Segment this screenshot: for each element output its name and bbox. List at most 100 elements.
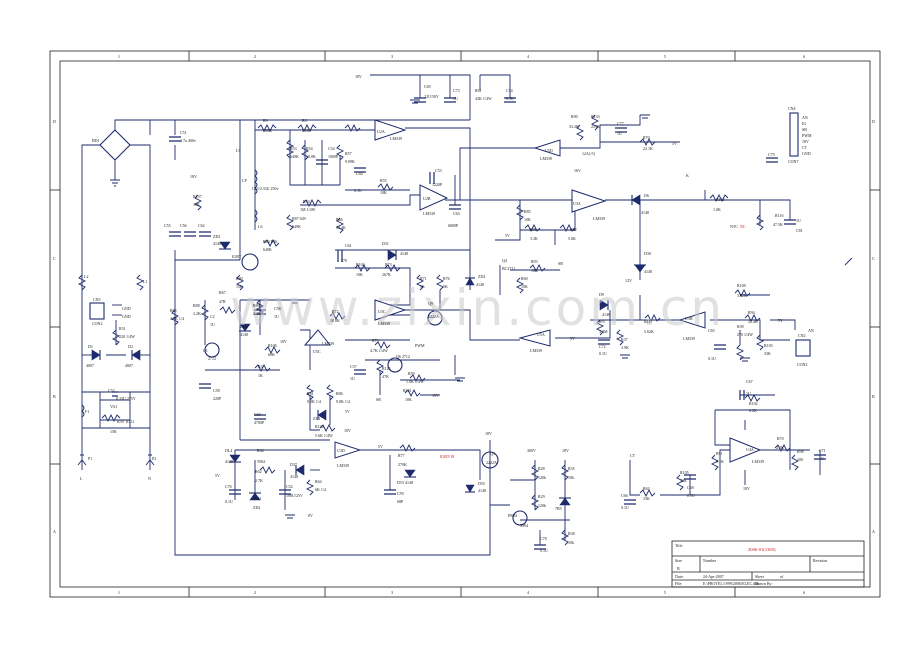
label-c71: C71 <box>819 448 826 453</box>
label-18v-h: 18V <box>743 486 750 491</box>
zone-left-A: A <box>53 529 56 534</box>
label-r137: R137 <box>193 194 202 199</box>
label-u2a: U2A <box>377 129 385 134</box>
label-con2: CON2 <box>797 362 807 367</box>
label-c52-b: C52 <box>108 388 115 393</box>
zone-left-B: B <box>53 394 56 399</box>
label-c51-val: 4.7u 400v <box>180 138 196 143</box>
label-5v-e: 5V <box>345 409 350 414</box>
label-u3d-part: LM339 <box>337 463 349 468</box>
label-r9-val: 200K <box>263 128 272 133</box>
label-u3c: U3C <box>378 309 386 314</box>
label-d53-part: 4148 <box>405 480 413 485</box>
label-5v-d: 5V <box>570 336 575 341</box>
label-u2b-part: LM339 <box>423 211 435 216</box>
label-r95-val: 3.3K <box>530 236 538 241</box>
label-r102: R102 <box>749 401 758 406</box>
label-c63: C63 <box>453 211 460 216</box>
file-value: E:\PROTEL\1999\2006\ELEC.ddb <box>703 581 759 586</box>
title-block: Title 2006-01(1285) Size B Number Revisi… <box>671 540 865 588</box>
label-1u: 1U <box>796 218 801 223</box>
label-u5b-part: LM339 <box>683 336 695 341</box>
cn4-pin-an: AN <box>802 115 808 120</box>
label-r62: R62 <box>255 469 262 474</box>
transistor-symbols <box>204 253 528 526</box>
label-r72: R72 <box>332 309 339 314</box>
label-d30: D30 <box>644 251 651 256</box>
label-r77: R77 <box>398 453 405 458</box>
label-r80: R80 <box>236 276 243 281</box>
label-l5: L5 <box>236 148 240 153</box>
opamp-u5d <box>533 139 561 157</box>
label-r28: R28 <box>538 466 545 471</box>
zone-left-D: D <box>53 119 56 124</box>
label-cn3: CN3 <box>93 297 101 302</box>
label-ntc: NTC <box>730 224 738 229</box>
label-r95: R95 <box>530 227 537 232</box>
label-r59b: R59 <box>117 419 124 424</box>
label-r125: R125 <box>382 366 391 371</box>
file-heading: File: <box>675 581 682 586</box>
zone-bot-4: 4 <box>527 590 529 595</box>
label-r79-val: 4.7K 1/4W <box>370 348 388 353</box>
sheet-of: of <box>780 574 784 579</box>
label-r60-val: 10K <box>521 284 528 289</box>
label-c56: C56 <box>180 223 187 228</box>
label-q1: Q1 <box>203 348 208 353</box>
label-c64-val: 0.1U <box>354 188 362 193</box>
label-r57: R57 <box>345 151 352 156</box>
label-dl4: DL4 <box>225 448 232 453</box>
label-d37-part: 4148 <box>290 474 298 479</box>
label-r91-val: 9.1K <box>716 459 724 464</box>
label-q4-part: BC2712 <box>502 266 515 271</box>
label-5v-f: 5V <box>215 473 220 478</box>
zone-top-1: 1 <box>118 54 120 59</box>
label-q9-part: 2222A <box>428 314 439 319</box>
label-r64-val: 6K 1/4 <box>315 487 326 492</box>
label-c72-val: 0.1U <box>599 351 607 356</box>
label-c65: C65 <box>708 328 715 333</box>
opamp-u3d <box>334 441 362 459</box>
label-zd1b: ZD1 <box>254 496 261 501</box>
label-r86-val: 9.0K 1/4 <box>336 399 350 404</box>
label-r39-val: 270 1/4W <box>737 332 753 337</box>
label-r93-val: 10K <box>531 268 538 273</box>
label-c72: C72 <box>599 344 606 349</box>
label-r57-val: 9.09K <box>345 159 355 164</box>
label-r3-val: 1K <box>258 373 263 378</box>
label-r133: R133 <box>591 114 600 119</box>
label-18v-f: 18V <box>485 431 492 436</box>
label-c57-val: 1U <box>350 376 355 381</box>
label-r37: R37 <box>621 337 628 342</box>
label-r81-val: 9.0K 1/4 <box>307 399 321 404</box>
label-c68: C68 <box>687 485 694 490</box>
label-r133-val: 255K <box>591 124 600 129</box>
label-d2: D2 <box>128 344 133 349</box>
label-u5a: U5A <box>537 332 545 337</box>
label-ct: CT <box>630 453 636 458</box>
label-r82-val: 5.6K <box>568 236 576 241</box>
label-r105-val: 33K <box>680 478 687 483</box>
label-r106-val: 68K <box>268 352 275 357</box>
label-c55: C55 <box>164 223 171 228</box>
label-r131: R131 <box>403 388 412 393</box>
label-c58-b: C58 <box>213 388 220 393</box>
label-r66: R66 <box>336 217 343 222</box>
label-r104: R104 <box>356 262 365 267</box>
label-c52: C52 <box>286 484 293 489</box>
label-r134-val: 5.6K 1/4W <box>315 433 333 438</box>
label-d55: D55 <box>478 481 485 486</box>
label-c69-val: 22U/50V <box>424 94 439 99</box>
label-c58: C58 <box>274 306 281 311</box>
label-c76: C76 <box>225 484 232 489</box>
label-nc: NC <box>740 224 746 229</box>
label-r72-val: 10.0K <box>330 318 340 323</box>
label-7b5: 7B5 <box>555 506 562 511</box>
label-r97: R97 <box>599 319 606 324</box>
label-r8-val: 200K <box>302 128 311 133</box>
label-r90-val: 33.2K <box>569 124 579 129</box>
label-c65-val: 0.1U <box>708 356 716 361</box>
label-r55-val: 10K <box>380 190 387 195</box>
label-r71-val: 5K <box>420 284 425 289</box>
label-c2: C2 <box>210 314 215 319</box>
